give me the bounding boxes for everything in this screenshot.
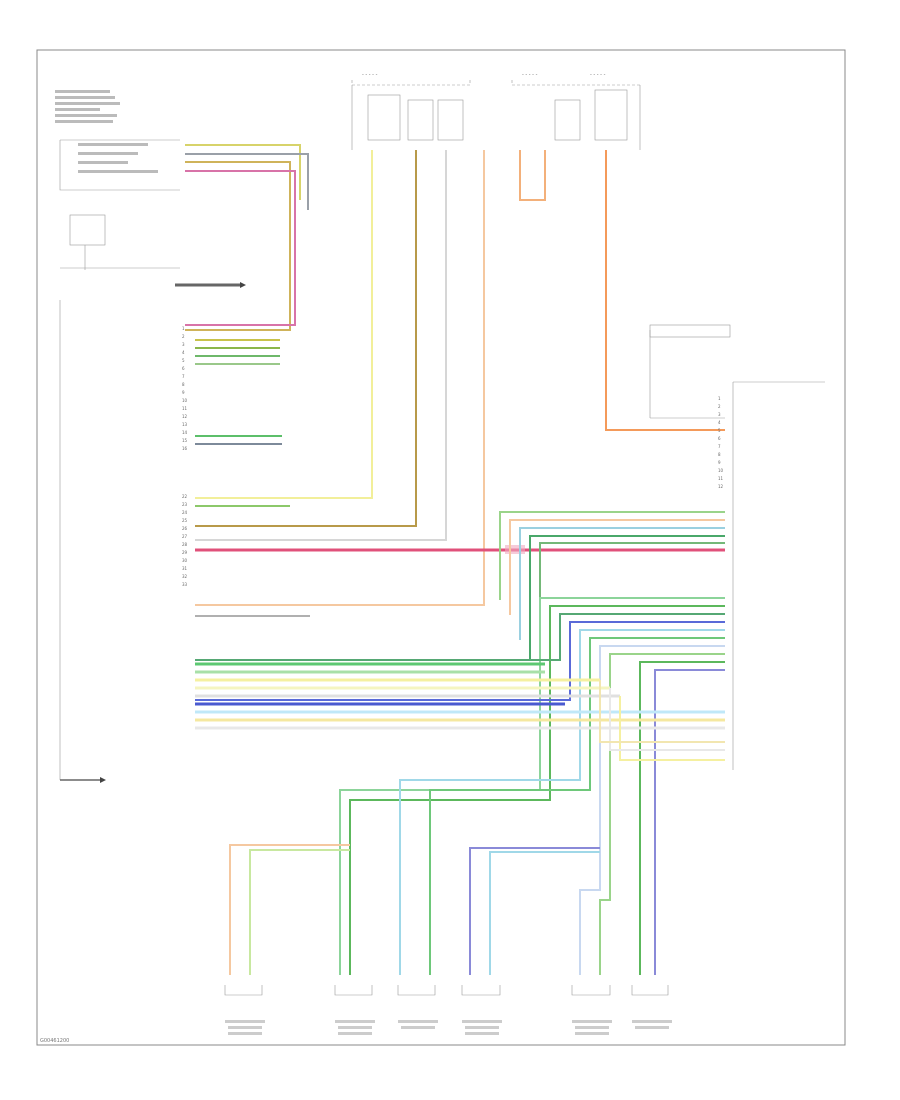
svg-text:7: 7 — [718, 444, 721, 449]
svg-text:9: 9 — [182, 390, 185, 395]
svg-text:11: 11 — [718, 476, 724, 481]
svg-text:7: 7 — [182, 374, 185, 379]
svg-text:4: 4 — [718, 420, 721, 425]
svg-text:29: 29 — [182, 550, 188, 555]
svg-text:4: 4 — [182, 350, 185, 355]
upper-left-wires — [185, 144, 309, 331]
upper-left-pin-labels — [78, 143, 158, 173]
svg-text:30: 30 — [182, 558, 188, 563]
svg-text:6: 6 — [182, 366, 185, 371]
svg-text:8: 8 — [182, 382, 185, 387]
svg-text:32: 32 — [182, 574, 188, 579]
svg-text:6: 6 — [718, 436, 721, 441]
left-sensor — [59, 214, 180, 780]
svg-text:10: 10 — [182, 398, 188, 403]
fuse-block-area — [351, 80, 641, 150]
svg-text:16: 16 — [182, 446, 188, 451]
svg-text:5: 5 — [182, 358, 185, 363]
svg-text:2: 2 — [182, 334, 185, 339]
svg-text:31: 31 — [182, 566, 188, 571]
svg-text:- - - - -: - - - - - — [522, 72, 538, 78]
mid-wires — [195, 505, 725, 617]
bottom-left-ground — [60, 777, 106, 783]
right-lower-wires — [195, 597, 725, 975]
svg-text:3: 3 — [718, 412, 721, 417]
mid-upper-ground — [175, 282, 246, 288]
left-module-wires-1 — [195, 339, 282, 445]
svg-text:5: 5 — [718, 428, 721, 433]
top-left-text-block — [55, 90, 120, 123]
left-lower-wires — [195, 662, 725, 730]
left-module-pins-2: 22 23 24 25 26 27 28 29 30 31 32 33 — [182, 494, 188, 587]
svg-text:12: 12 — [182, 414, 188, 419]
svg-text:25: 25 — [182, 518, 188, 523]
svg-text:27: 27 — [182, 534, 188, 539]
svg-text:1: 1 — [182, 326, 185, 331]
sensor-wires — [229, 844, 600, 975]
svg-text:12: 12 — [718, 484, 724, 489]
svg-text:2: 2 — [718, 404, 721, 409]
svg-text:9: 9 — [718, 460, 721, 465]
right-lower-end-wires — [599, 680, 725, 761]
svg-text:15: 15 — [182, 438, 188, 443]
pink-wire-marker — [505, 545, 525, 554]
svg-text:24: 24 — [182, 510, 188, 515]
svg-text:13: 13 — [182, 422, 188, 427]
svg-text:28: 28 — [182, 542, 188, 547]
svg-text:23: 23 — [182, 502, 188, 507]
diagram-border — [36, 49, 846, 1046]
svg-text:3: 3 — [182, 342, 185, 347]
sensor-label-blocks — [225, 1020, 672, 1035]
svg-text:1: 1 — [718, 396, 721, 401]
top-left-connector — [59, 139, 180, 191]
svg-text:22: 22 — [182, 494, 188, 499]
svg-text:11: 11 — [182, 406, 188, 411]
top-vertical-wires — [195, 150, 725, 606]
svg-text:- - - - -: - - - - - — [590, 72, 606, 78]
svg-text:10: 10 — [718, 468, 724, 473]
svg-text:8: 8 — [718, 452, 721, 457]
right-module — [649, 324, 825, 770]
svg-text:14: 14 — [182, 430, 188, 435]
svg-text:26: 26 — [182, 526, 188, 531]
svg-text:33: 33 — [182, 582, 188, 587]
diagram-id: G00461200 — [40, 1038, 69, 1044]
sensor-brackets — [224, 985, 669, 996]
svg-text:- - - - -: - - - - - — [362, 72, 378, 78]
fuse-labels: - - - - - - - - - - - - - - - — [362, 72, 606, 78]
